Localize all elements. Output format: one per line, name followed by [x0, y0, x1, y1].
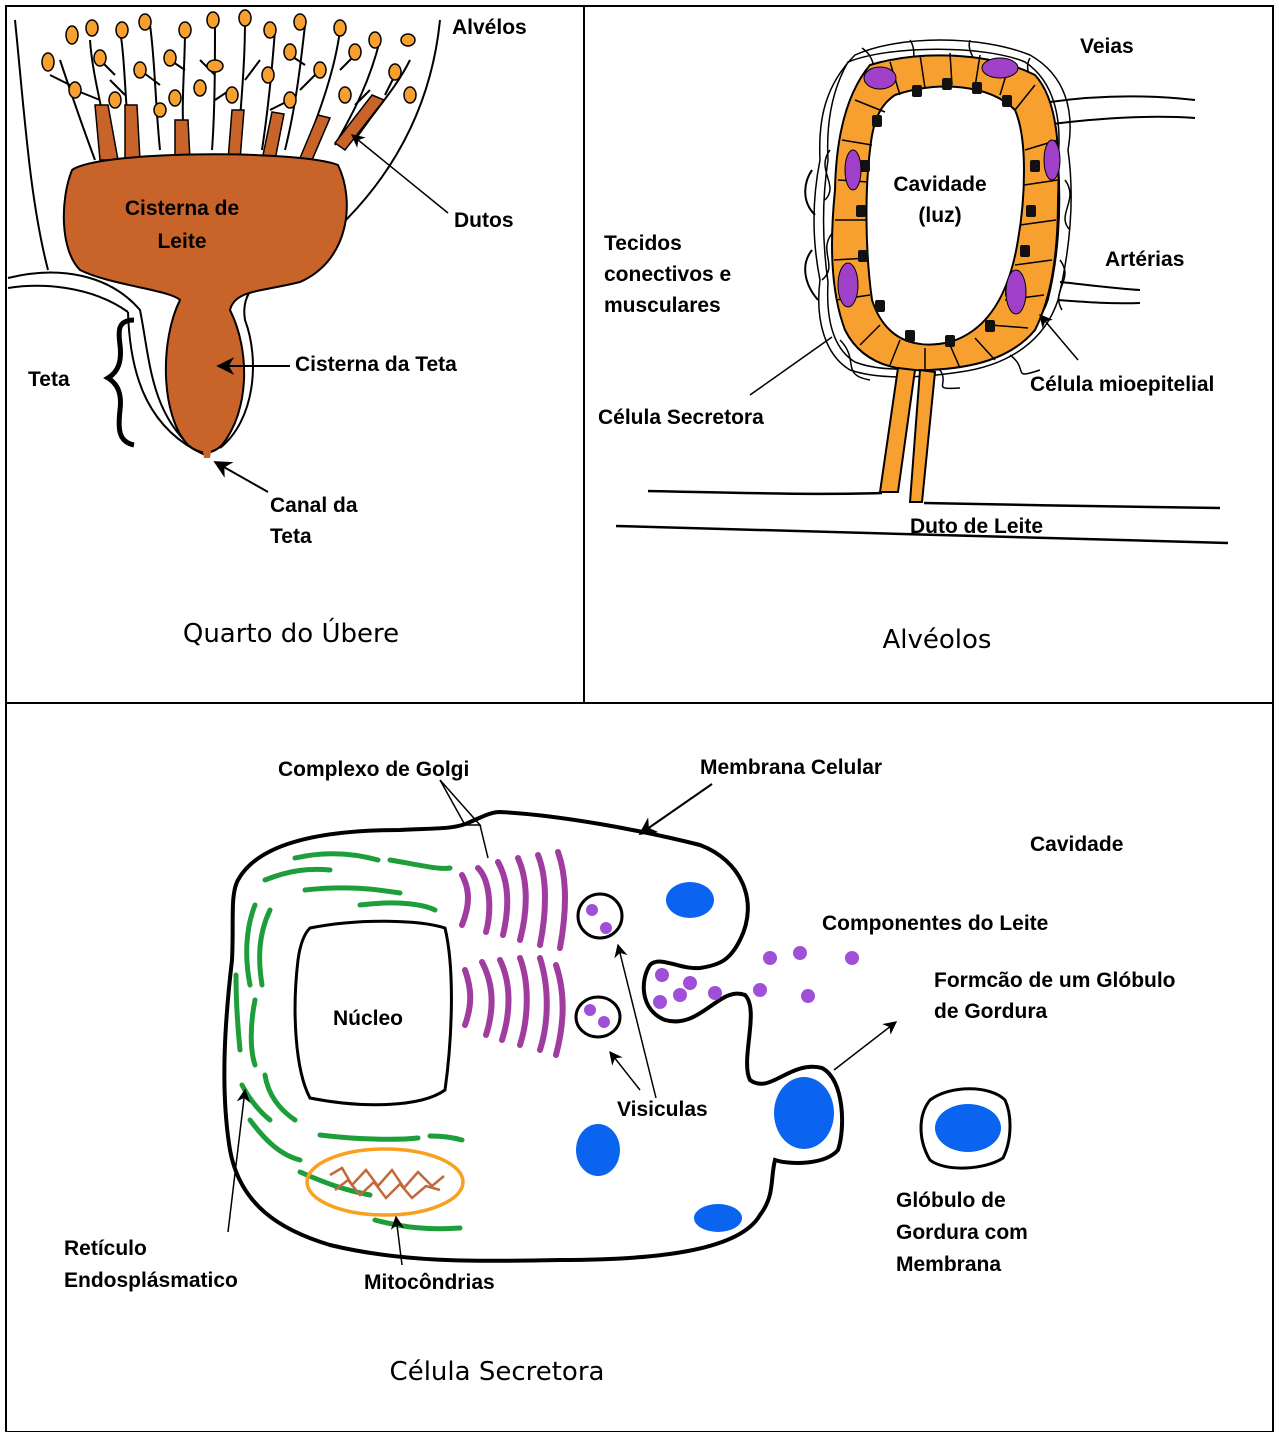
label-fat-globule-line2: Gordura com: [896, 1221, 1028, 1244]
label-milk-duct: Duto de Leite: [910, 515, 1043, 538]
teat-canal-arrow: [215, 462, 268, 492]
label-milk-cistern-line2: Leite: [157, 230, 206, 253]
myoepithelial-arrow: [1040, 315, 1078, 360]
fat-globule-core: [935, 1104, 1001, 1152]
label-er-line1: Retículo: [64, 1237, 147, 1260]
label-myoepithelial: Célula mioepitelial: [1030, 373, 1214, 396]
label-milk-cistern-line1: Cisterna de: [125, 197, 239, 220]
secretory-cell-leader: [750, 337, 832, 395]
alveoli-panel: Veias Cavidade (luz) Artérias Tecidos co…: [598, 35, 1228, 655]
label-nucleus: Núcleo: [333, 1007, 403, 1030]
label-milk-components: Componentes do Leite: [822, 912, 1048, 935]
label-fat-formation-line2: de Gordura: [934, 1000, 1048, 1023]
label-alveolos: Alvélos: [452, 16, 527, 39]
label-alveolar-cavity-line2: (luz): [918, 204, 961, 227]
caption-udder-quarter: Quarto do Úbere: [183, 617, 399, 649]
fat-formation-arrow: [834, 1022, 896, 1070]
golgi-pointer: [440, 780, 480, 825]
label-fat-formation-line1: Formcão de um Glóbulo: [934, 969, 1176, 992]
label-fat-globule-line3: Membrana: [896, 1253, 1001, 1276]
label-dutos: Dutos: [454, 209, 514, 232]
label-alveolar-cavity-line1: Cavidade: [893, 173, 986, 196]
dutos-leader: [352, 135, 448, 213]
label-mitochondria: Mitocôndrias: [364, 1271, 495, 1294]
label-golgi: Complexo de Golgi: [278, 758, 469, 781]
label-fat-globule-line1: Glóbulo de: [896, 1189, 1006, 1212]
label-veias: Veias: [1080, 35, 1134, 58]
label-vesicles: Visiculas: [617, 1098, 708, 1121]
udder-quarter-panel: Alvélos Dutos Cisterna de Leite Teta Cis…: [8, 10, 527, 649]
membrane-arrow: [640, 784, 712, 834]
label-arterias: Artérias: [1105, 248, 1184, 271]
caption-alveoli: Alvéolos: [883, 625, 992, 655]
caption-secretory-cell: Célula Secretora: [390, 1357, 605, 1387]
label-tissue-line2: conectivos e: [604, 263, 731, 286]
label-cell-membrane: Membrana Celular: [700, 756, 882, 779]
label-teta: Teta: [28, 368, 70, 391]
duct-trunks: [95, 95, 384, 160]
label-teat-cistern: Cisterna da Teta: [295, 353, 457, 376]
label-teat-canal-line2: Teta: [270, 525, 312, 548]
label-secretory-cell: Célula Secretora: [598, 406, 764, 429]
label-cell-cavity: Cavidade: [1030, 833, 1123, 856]
alveolus-duct: [880, 368, 935, 502]
label-teat-canal-line1: Canal da: [270, 494, 358, 517]
label-er-line2: Endosplásmatico: [64, 1269, 238, 1292]
secretory-cell-panel: Complexo de Golgi Membrana Celular Cavid…: [64, 756, 1176, 1387]
label-tissue-line3: musculares: [604, 294, 721, 317]
label-tissue-line1: Tecidos: [604, 232, 682, 255]
teat-canal: [202, 445, 212, 458]
